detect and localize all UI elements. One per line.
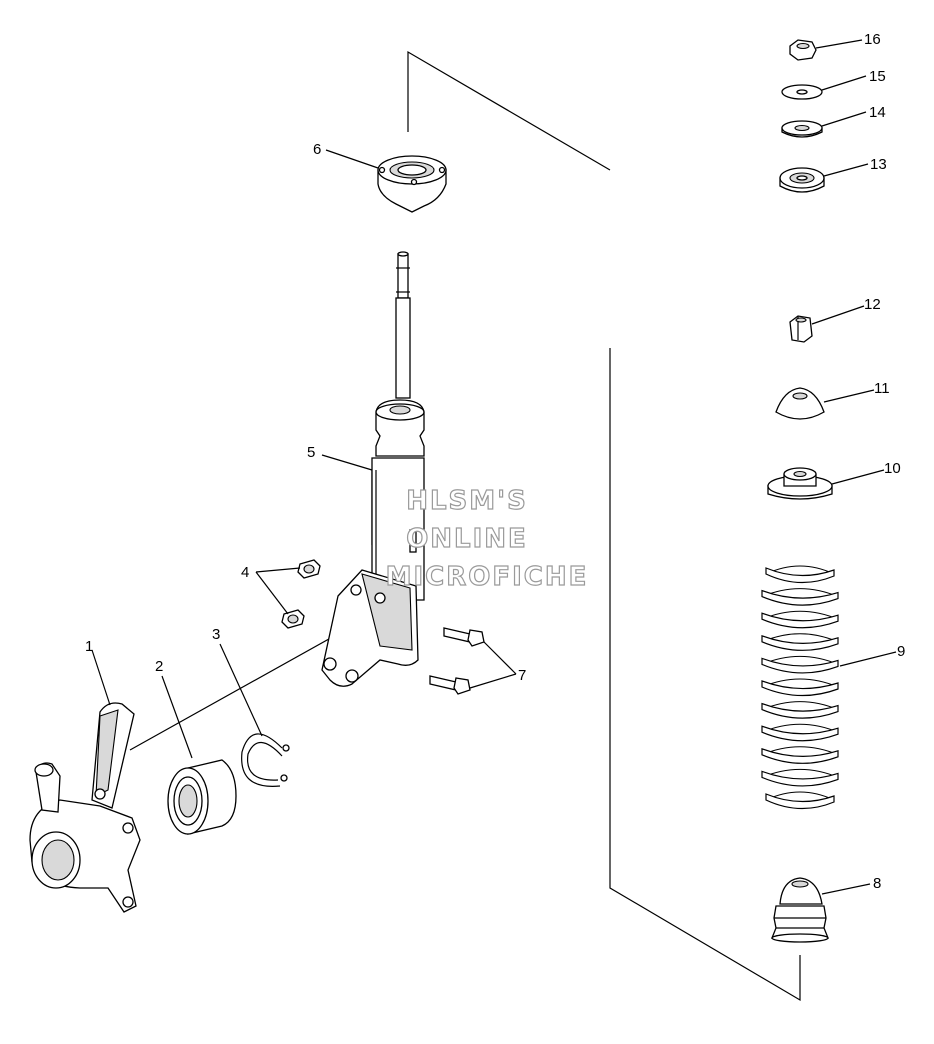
callout-13: 13 — [870, 156, 887, 173]
callout-1: 1 — [85, 638, 93, 655]
spring-coil — [761, 589, 839, 606]
part-11-retainer — [775, 387, 825, 420]
part-3-snap-ring — [241, 733, 290, 787]
part-15-flat-washer — [781, 84, 823, 100]
callout-4: 4 — [241, 564, 249, 581]
callout-15: 15 — [869, 68, 886, 85]
part-7-bolts — [429, 627, 485, 695]
part-8-bump-stop — [771, 877, 829, 943]
callout-9: 9 — [897, 643, 905, 660]
watermark: HLSM'S ONLINE MICROFICHE — [385, 485, 589, 592]
callout-2: 2 — [155, 658, 163, 675]
callout-8: 8 — [873, 875, 881, 892]
part-14-washer — [781, 120, 823, 138]
part-10-spring-seat — [767, 467, 833, 500]
part-1-steering-knuckle — [29, 702, 141, 913]
part-12-nut — [789, 315, 813, 343]
spring-coil — [761, 680, 839, 697]
callout-numbers: 1 2 3 4 5 6 7 8 9 10 11 12 13 14 15 16 — [85, 31, 905, 892]
part-9-coil-spring — [761, 565, 839, 810]
callout-7: 7 — [518, 667, 526, 684]
callout-12: 12 — [864, 296, 881, 313]
callout-10: 10 — [884, 460, 901, 477]
callout-6: 6 — [313, 141, 321, 158]
callout-16: 16 — [864, 31, 881, 48]
callout-5: 5 — [307, 444, 315, 461]
spring-coil — [761, 634, 839, 651]
spring-coil — [761, 747, 839, 764]
spring-coil — [761, 725, 839, 742]
part-4-nuts — [281, 559, 321, 629]
part-6-upper-mount — [377, 155, 447, 213]
watermark-line-1: HLSM'S — [406, 486, 528, 516]
leader-lines — [91, 39, 897, 895]
part-2-wheel-bearing — [167, 759, 237, 835]
watermark-line-3: MICROFICHE — [386, 562, 589, 592]
watermark-line-2: ONLINE — [406, 524, 528, 554]
callout-3: 3 — [212, 626, 220, 643]
spring-coil — [765, 793, 835, 810]
spring-coil — [761, 612, 839, 629]
callout-11: 11 — [874, 380, 890, 397]
spring-coil — [761, 702, 839, 719]
part-13-bushing — [779, 167, 825, 193]
spring-coil — [761, 657, 839, 674]
part-16-lock-nut — [789, 39, 817, 61]
part-5-strut-assembly — [321, 251, 425, 687]
callout-14: 14 — [869, 104, 886, 121]
spring-coil — [765, 567, 835, 584]
spring-coil — [761, 770, 839, 787]
